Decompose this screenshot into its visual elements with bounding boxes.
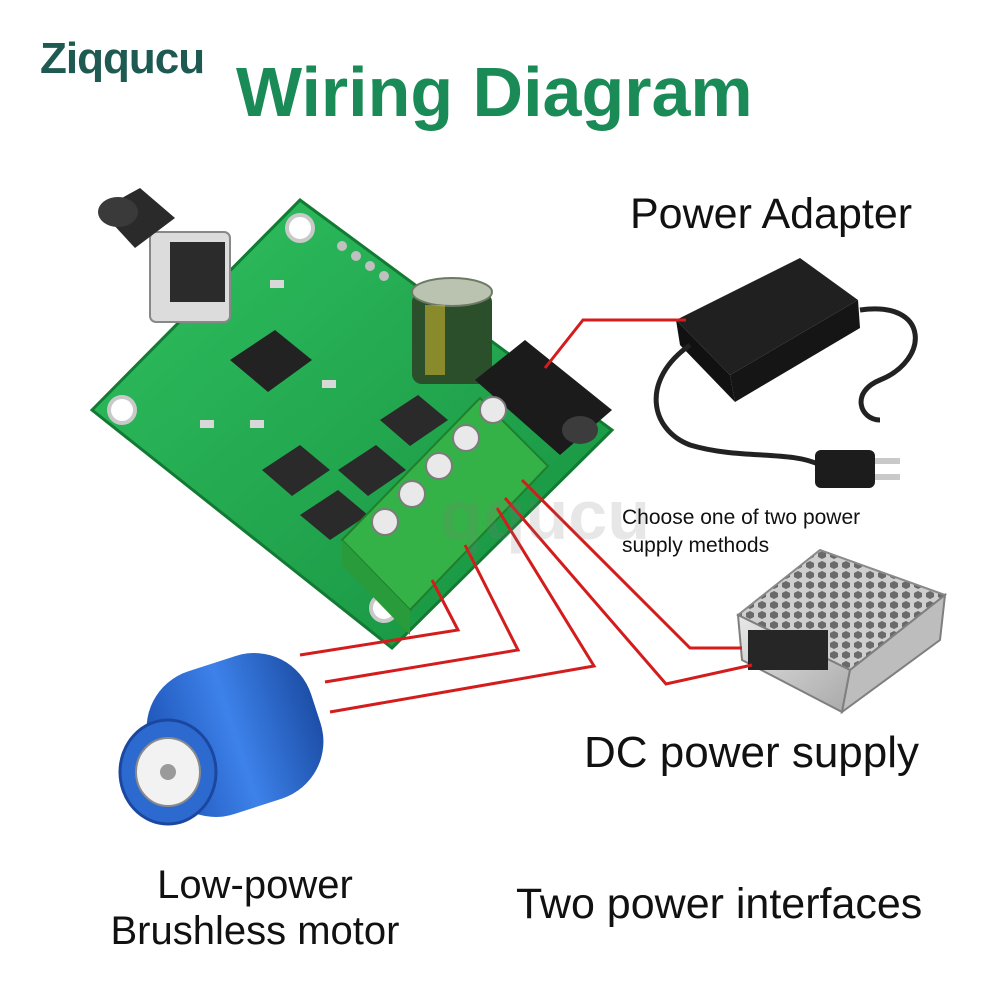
page-title: Wiring Diagram bbox=[236, 53, 753, 131]
label-motor-line2: Brushless motor bbox=[110, 909, 400, 953]
wires bbox=[299, 318, 753, 714]
electrolytic-capacitor bbox=[411, 277, 493, 384]
brand-name: Ziqqucu bbox=[40, 34, 205, 83]
wire-motor-a bbox=[299, 579, 461, 657]
dc-barrel-jack bbox=[475, 340, 612, 455]
wire-psu-neg bbox=[520, 478, 742, 650]
brushless-motor-image bbox=[118, 653, 324, 826]
watermark: qqucu bbox=[440, 476, 650, 554]
label-motor-line1: Low-power bbox=[157, 863, 353, 907]
wire-adapter bbox=[543, 318, 686, 369]
brand-logo: Ziqqucu bbox=[40, 34, 205, 84]
label-choose-method: Choose one of two power supply methods bbox=[622, 506, 861, 557]
label-dc-power-supply: DC power supply bbox=[584, 728, 920, 777]
dc-power-supply-image bbox=[736, 548, 948, 715]
label-power-adapter: Power Adapter bbox=[630, 190, 913, 238]
potentiometer-knob bbox=[98, 188, 231, 323]
wire-psu-pos bbox=[503, 497, 753, 686]
label-two-interfaces: Two power interfaces bbox=[516, 880, 923, 928]
wire-motor-b bbox=[324, 544, 521, 684]
label-motor: Low-power Brushless motor bbox=[80, 862, 430, 954]
wire-motor-c bbox=[329, 507, 597, 714]
screw-terminal-block bbox=[340, 396, 550, 635]
power-adapter-image bbox=[653, 258, 918, 488]
